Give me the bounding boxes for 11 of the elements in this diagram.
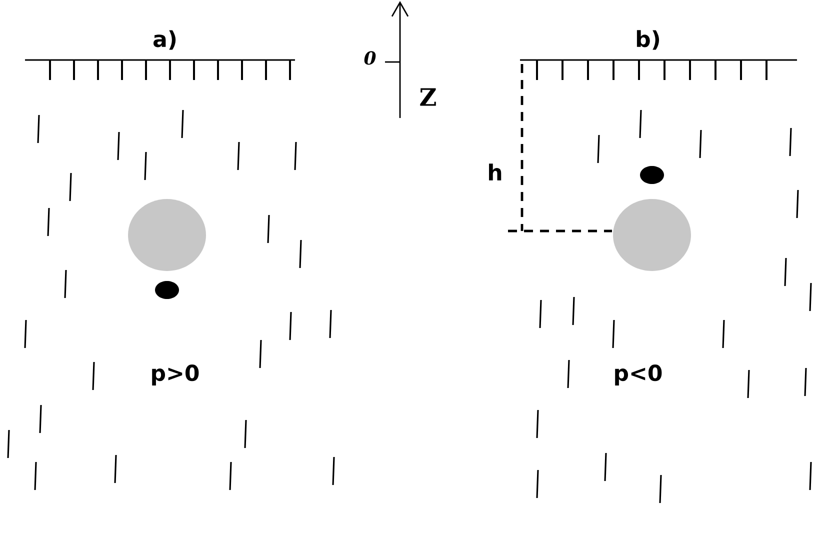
label: p>0 (152, 364, 199, 386)
label: 0 (364, 51, 376, 65)
circle (613, 199, 691, 271)
label: h (489, 164, 502, 180)
label: a) (154, 30, 176, 50)
label: p<0 (615, 364, 662, 386)
dot (155, 281, 179, 299)
label: b) (636, 30, 660, 50)
dot (640, 166, 664, 184)
circle (128, 199, 206, 271)
label: Z (420, 88, 436, 106)
